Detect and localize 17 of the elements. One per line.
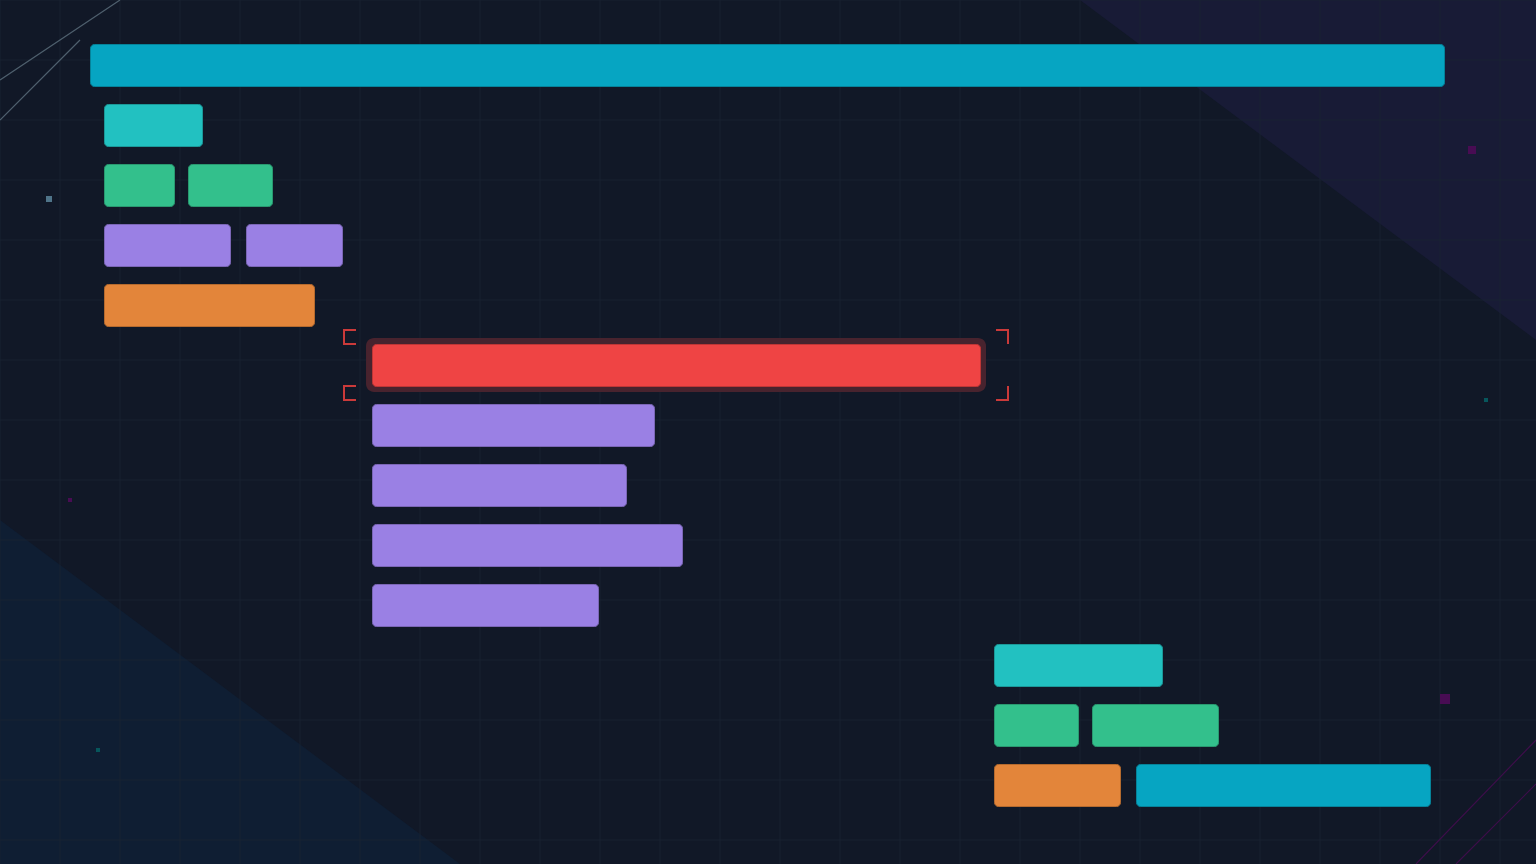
bar	[1092, 704, 1219, 747]
bar	[104, 164, 175, 207]
bar	[246, 224, 343, 267]
bar	[1136, 764, 1431, 807]
bar	[372, 464, 627, 507]
bar	[104, 104, 203, 147]
bar	[366, 338, 986, 392]
bar	[372, 524, 683, 567]
bar	[104, 284, 315, 327]
bar	[104, 224, 231, 267]
bar	[90, 44, 1446, 87]
bar	[372, 584, 599, 627]
bar	[994, 704, 1079, 747]
bar	[372, 404, 655, 447]
bar	[188, 164, 273, 207]
bar	[994, 644, 1163, 687]
bar	[994, 764, 1121, 807]
